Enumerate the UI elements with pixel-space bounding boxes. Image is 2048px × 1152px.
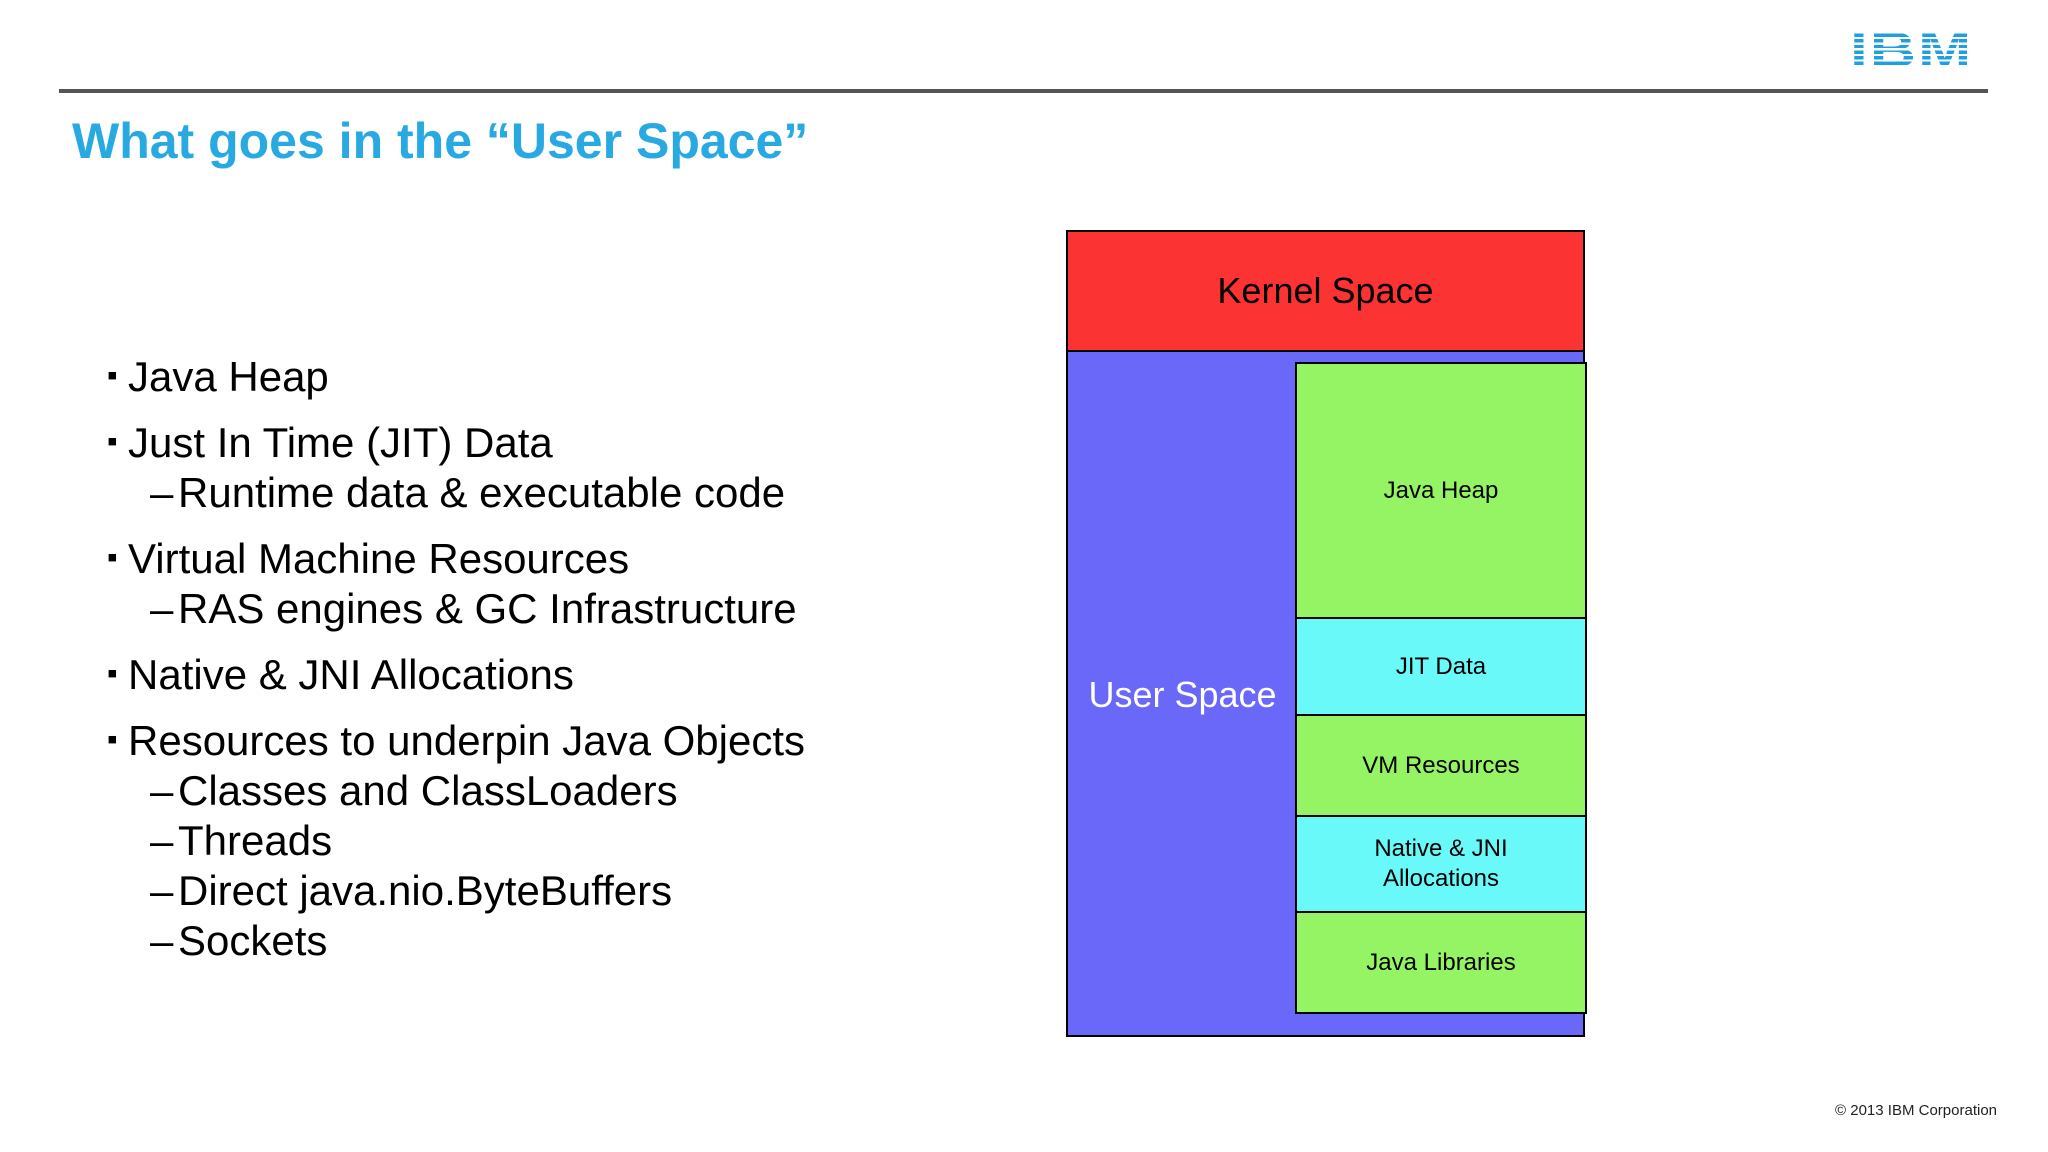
bullet-text: Threads (178, 817, 333, 864)
dash-marker: – (150, 585, 174, 632)
segment-label: Java Libraries (1366, 948, 1516, 976)
dash-marker: – (150, 817, 174, 864)
bullet-text: Native & JNI Allocations (128, 651, 574, 698)
ibm-logo-stripes-overlay (1850, 28, 1992, 84)
segment-java-heap: Java Heap (1297, 364, 1585, 619)
bullet-text: Just In Time (JIT) Data (128, 419, 553, 466)
dash-marker: – (150, 767, 174, 814)
segment-java-libraries: Java Libraries (1297, 913, 1585, 1012)
segment-label: Java Heap (1383, 476, 1499, 504)
kernel-space-label: Kernel Space (1217, 270, 1434, 311)
header-rule (59, 89, 1988, 93)
bullet-text: Java Heap (128, 353, 329, 400)
dash-marker: – (150, 867, 174, 914)
bullet-text: Classes and ClassLoaders (178, 767, 678, 814)
bullet-list: ▪Java Heap▪Just In Time (JIT) Data–Runti… (107, 336, 805, 966)
square-bullet-marker: ▪ (107, 541, 118, 574)
sub-bullet-item: –RAS engines & GC Infrastructure (107, 584, 805, 634)
dash-marker: – (150, 917, 174, 964)
segment-label: JIT Data (1395, 652, 1487, 680)
bullet-text: Resources to underpin Java Objects (128, 717, 806, 764)
copyright-notice: © 2013 IBM Corporation (1835, 1102, 1997, 1119)
bullet-item: ▪ Java Heap (107, 352, 805, 402)
kernel-space-box: Kernel Space (1066, 230, 1585, 352)
square-bullet-marker: ▪ (107, 359, 118, 392)
bullet-text: RAS engines & GC Infrastructure (178, 585, 797, 632)
segment-label: Native & JNI Allocations (1374, 835, 1508, 892)
sub-bullet-item: –Classes and ClassLoaders (107, 766, 805, 816)
page-title: What goes in the “User Space” (72, 113, 809, 169)
segment-label: VM Resources (1362, 751, 1520, 779)
square-bullet-marker: ▪ (107, 657, 118, 690)
ibm-logo: IBM (1850, 28, 1992, 84)
bullet-text: Virtual Machine Resources (128, 535, 630, 582)
bullet-item: ▪ Just In Time (JIT) Data (107, 418, 805, 468)
bullet-item: ▪ Virtual Machine Resources (107, 534, 805, 584)
square-bullet-marker: ▪ (107, 723, 118, 756)
user-space-label: User Space (1088, 674, 1277, 715)
bullet-item: ▪ Native & JNI Allocations (107, 650, 805, 700)
bullet-text: Direct java.nio.ByteBuffers (178, 867, 673, 914)
bullet-text: Runtime data & executable code (178, 469, 786, 516)
bullet-item: ▪ Resources to underpin Java Objects (107, 716, 805, 766)
sub-bullet-item: –Direct java.nio.ByteBuffers (107, 866, 805, 916)
bullet-text: Sockets (178, 917, 328, 964)
dash-marker: – (150, 469, 174, 516)
sub-bullet-item: –Threads (107, 816, 805, 866)
segment-jit-data: JIT Data (1297, 619, 1585, 716)
sub-bullet-item: –Runtime data & executable code (107, 468, 805, 518)
segment-native-jni-allocations: Native & JNI Allocations (1297, 817, 1585, 913)
sub-bullet-item: –Sockets (107, 916, 805, 966)
segment-vm-resources: VM Resources (1297, 716, 1585, 817)
square-bullet-marker: ▪ (107, 425, 118, 458)
